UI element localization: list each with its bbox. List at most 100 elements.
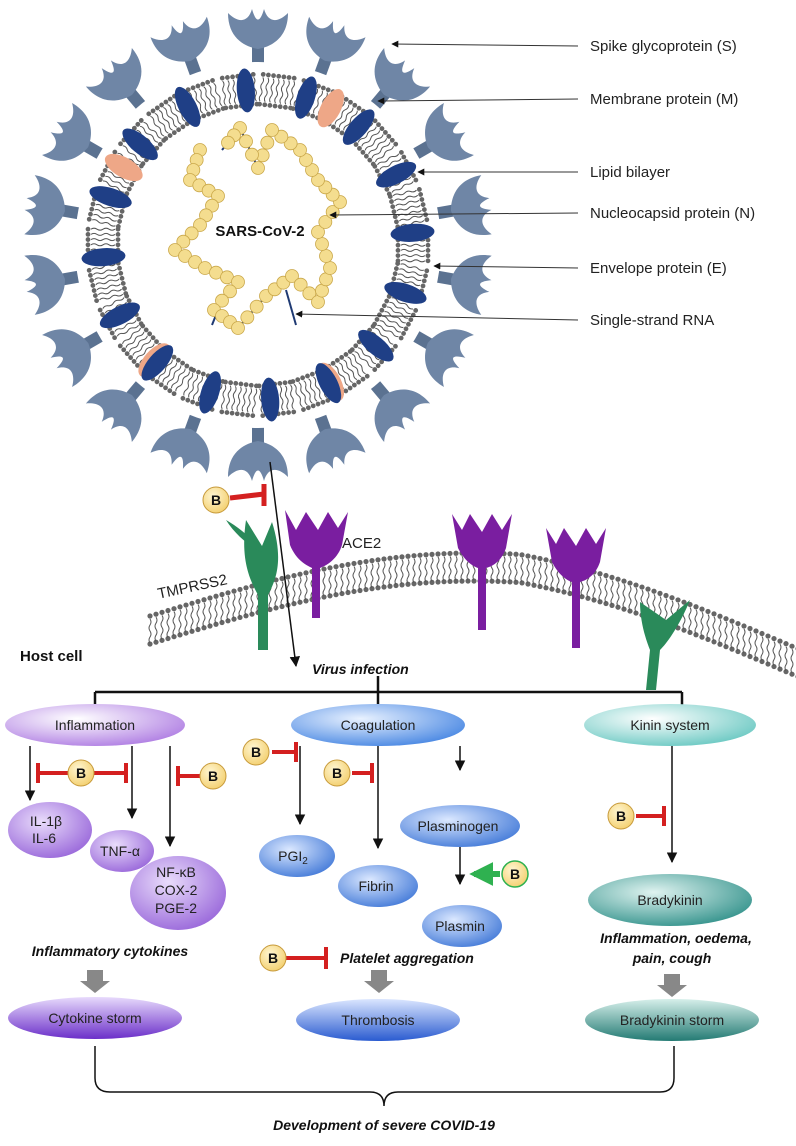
platelet-caption: Platelet aggregation bbox=[340, 950, 474, 966]
bilayer-segment bbox=[219, 379, 259, 419]
label-rna: Single-strand RNA bbox=[590, 312, 714, 329]
sars-cov-2-virion: SARS-CoV-2 bbox=[24, 9, 492, 481]
host-lipid bbox=[219, 591, 225, 626]
plasminogen-node bbox=[400, 805, 520, 847]
svg-text:B: B bbox=[251, 744, 261, 760]
host-lipid bbox=[507, 551, 513, 585]
host-lipid bbox=[615, 576, 621, 610]
label-lipid-bilayer: Lipid bilayer bbox=[590, 164, 670, 181]
inhibitor-b-badge-bradykinin: B bbox=[607, 802, 635, 830]
svg-text:B: B bbox=[268, 950, 278, 966]
membrane-protein bbox=[294, 76, 317, 119]
inhibitor-nfkb bbox=[176, 766, 200, 786]
inhibitor-b-badge-fibrin: B bbox=[323, 759, 351, 787]
host-lipid bbox=[435, 551, 441, 585]
membrane-protein bbox=[141, 345, 174, 381]
plasmin-node bbox=[422, 905, 502, 947]
host-lipid bbox=[411, 553, 417, 587]
inhibitor-b-badge-platelet: B bbox=[259, 944, 287, 972]
host-lipid bbox=[273, 577, 279, 611]
host-lipid bbox=[321, 566, 327, 600]
host-lipid bbox=[711, 611, 717, 645]
thrombosis-node bbox=[296, 999, 460, 1041]
membrane-protein bbox=[81, 248, 126, 267]
inhibitor-b-badge-pgi2: B bbox=[242, 738, 270, 766]
host-lipid bbox=[375, 557, 381, 591]
svg-text:B: B bbox=[211, 492, 221, 508]
kinin-caption-line1: Inflammation, oedema, bbox=[600, 930, 752, 946]
host-lipid bbox=[369, 558, 375, 592]
il-node bbox=[8, 802, 92, 858]
host-lipid bbox=[789, 643, 795, 677]
host-lipid bbox=[609, 574, 615, 608]
inhibitor-b-badge-tmprss2: B bbox=[202, 486, 230, 514]
kinin-outcome-arrow bbox=[657, 974, 687, 997]
virus-infection-label: Virus infection bbox=[312, 661, 409, 677]
host-lipid bbox=[537, 555, 543, 590]
host-lipid bbox=[693, 604, 699, 638]
host-lipid bbox=[525, 553, 531, 587]
host-lipid bbox=[357, 559, 363, 594]
host-lipid bbox=[207, 595, 213, 629]
host-lipid bbox=[735, 620, 741, 655]
virus-name: SARS-CoV-2 bbox=[215, 223, 304, 240]
host-lipid bbox=[297, 571, 303, 605]
host-lipid bbox=[147, 613, 153, 647]
bradykinin-node bbox=[588, 874, 752, 926]
membrane-protein bbox=[261, 377, 280, 422]
virus-label-pointers bbox=[295, 40, 579, 321]
membrane-protein bbox=[174, 86, 201, 127]
inflammation-outcome-arrow bbox=[80, 970, 110, 993]
cytokine-storm-label: Cytokine storm bbox=[48, 1010, 141, 1026]
kinin-title: Kinin system bbox=[630, 717, 709, 733]
host-lipid bbox=[423, 552, 429, 586]
host-lipid bbox=[345, 561, 351, 596]
host-lipid bbox=[633, 582, 639, 616]
envelope-protein bbox=[317, 89, 345, 128]
label-membrane: Membrane protein (M) bbox=[590, 91, 738, 108]
ace2-receptor-3 bbox=[546, 528, 606, 648]
host-lipid bbox=[351, 560, 357, 595]
membrane-protein bbox=[384, 281, 427, 304]
host-lipid bbox=[327, 565, 333, 599]
il-6-label: IL-6 bbox=[32, 830, 56, 846]
membrane-protein bbox=[342, 109, 375, 145]
host-lipid bbox=[747, 625, 753, 660]
host-lipid bbox=[237, 586, 243, 621]
fibrin-node bbox=[338, 865, 418, 907]
host-lipid bbox=[195, 598, 201, 633]
host-lipid bbox=[705, 608, 711, 643]
membrane-protein bbox=[358, 329, 394, 362]
host-lipid bbox=[447, 550, 453, 585]
kinin-node bbox=[584, 704, 756, 746]
nucleocapsid-rna bbox=[168, 121, 347, 335]
host-lipid bbox=[783, 641, 789, 675]
membrane-proteins bbox=[81, 68, 435, 422]
host-lipid bbox=[201, 597, 207, 631]
cytokine-storm-node bbox=[8, 997, 182, 1039]
host-lipid bbox=[453, 550, 459, 584]
host-lipid bbox=[399, 554, 405, 588]
inflammation-caption: Inflammatory cytokines bbox=[32, 943, 189, 959]
host-lipid bbox=[417, 552, 423, 586]
coagulation-arrows bbox=[294, 746, 466, 886]
virus-entry-arrow bbox=[269, 461, 301, 668]
nfkb-node bbox=[130, 856, 226, 930]
coagulation-title: Coagulation bbox=[341, 717, 416, 733]
tnf-node bbox=[90, 830, 154, 872]
host-cell-label: Host cell bbox=[20, 648, 83, 665]
host-lipid bbox=[393, 554, 399, 589]
host-lipid bbox=[543, 557, 549, 591]
membrane-protein bbox=[122, 128, 158, 161]
host-lipid bbox=[771, 635, 777, 670]
inhibitor-pgi2 bbox=[272, 742, 298, 762]
svg-text:B: B bbox=[332, 765, 342, 781]
host-lipid bbox=[597, 571, 603, 605]
ace2-receptor bbox=[285, 510, 348, 618]
inhibitor-fibrin bbox=[352, 763, 374, 783]
host-lipid bbox=[627, 580, 633, 614]
host-lipid bbox=[339, 562, 345, 597]
host-lipid bbox=[717, 613, 723, 647]
host-lipid bbox=[153, 611, 159, 645]
host-lipid bbox=[765, 633, 771, 667]
